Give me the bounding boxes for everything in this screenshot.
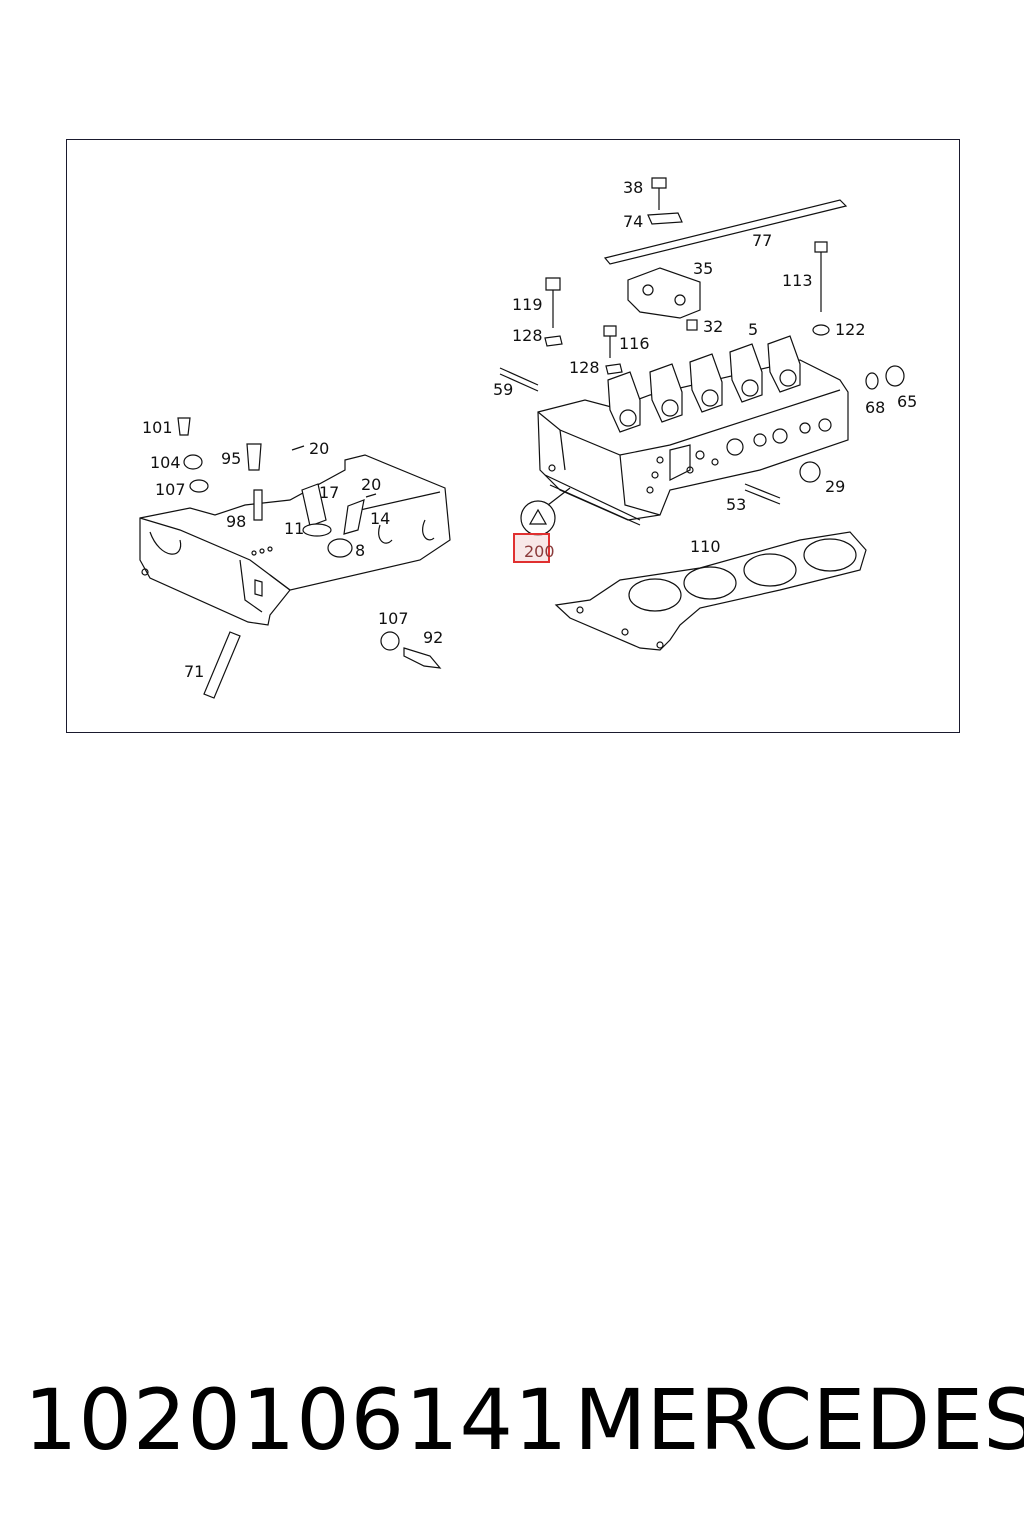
callout-113: 113 [782,271,813,290]
highlighted-callout-200[interactable]: 200 [513,533,555,563]
callout-65: 65 [897,392,917,411]
cam-carrier-drawing [603,177,848,319]
callout-116: 116 [619,334,650,353]
callout-77: 77 [752,231,772,250]
callout-104: 104 [150,453,181,472]
callout-119: 119 [512,295,543,314]
callout-32: 32 [703,317,723,336]
callout-53: 53 [726,495,746,514]
callout-92: 92 [423,628,443,647]
callout-29: 29 [825,477,845,496]
head-gasket-drawing [554,531,867,651]
callout-110: 110 [690,537,721,556]
callout-107-upper: 107 [155,480,186,499]
callout-20-lower: 20 [361,475,381,494]
part-number: 1020106141 [24,1371,569,1469]
highlight-box [513,533,550,563]
callout-38: 38 [623,178,643,197]
callout-71: 71 [184,662,204,681]
cylinder-head-drawing [537,335,849,526]
callout-68: 68 [865,398,885,417]
callout-95: 95 [221,449,241,468]
front-housing-drawing [139,454,451,626]
parts-diagram-frame [66,139,960,733]
callout-74: 74 [623,212,643,231]
brand-name: MERCEDES [574,1371,1024,1469]
callout-5: 5 [748,320,758,339]
callout-11: 11 [284,519,304,538]
callout-101: 101 [142,418,173,437]
callout-35: 35 [693,259,713,278]
callout-59: 59 [493,380,513,399]
callout-98: 98 [226,512,246,531]
callout-128-upper: 128 [512,326,543,345]
callout-17: 17 [319,483,339,502]
callout-128-lower: 128 [569,358,600,377]
callout-200: 200 [524,542,555,561]
callout-14: 14 [370,509,390,528]
callout-8: 8 [355,541,365,560]
callout-107-lower: 107 [378,609,409,628]
exploded-parts-diagram: 38 74 77 35 113 119 128 116 32 5 122 128… [139,177,917,699]
footer: 1020106141 MERCEDES [0,1370,1024,1470]
callout-20-upper: 20 [309,439,329,458]
callout-labels: 38 74 77 35 113 119 128 116 32 5 122 128… [142,178,917,681]
callout-122: 122 [835,320,866,339]
small-parts-drawing [177,241,905,699]
